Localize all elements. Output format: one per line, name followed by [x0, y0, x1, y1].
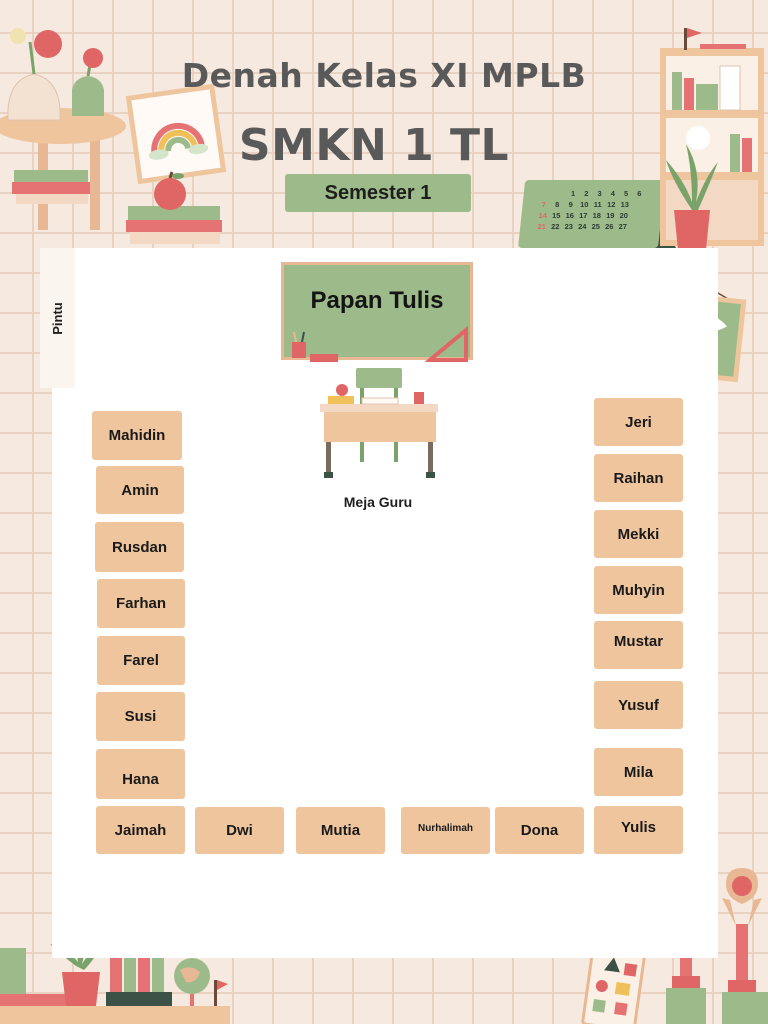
board-label: Papan Tulis — [310, 287, 444, 314]
books-apple-illustration — [126, 171, 222, 244]
calendar-day: 13 — [620, 200, 629, 209]
seat-left-8[interactable]: Jaimah — [96, 806, 185, 854]
calendar-day: 26 — [605, 222, 614, 231]
seat-bottom-2[interactable]: Mutia — [296, 807, 385, 854]
calendar-day: 7 — [541, 200, 546, 209]
whiteboard: Papan Tulis — [281, 262, 473, 360]
seat-left-3[interactable]: Rusdan — [95, 522, 184, 572]
seat-right-2[interactable]: Raihan — [594, 454, 683, 502]
seat-right-5[interactable]: Mustar — [594, 621, 683, 669]
door-label: Pintu — [50, 301, 65, 335]
page-title: Denah Kelas XI MPLB — [181, 56, 587, 95]
calendar-day: 15 — [552, 211, 561, 220]
seat-left-2[interactable]: Amin — [96, 466, 184, 514]
board-supplies-icon — [292, 325, 468, 362]
seat-bottom-4[interactable]: Dona — [495, 807, 584, 854]
calendar-day — [540, 188, 553, 199]
calendar-day: 11 — [593, 200, 602, 209]
calendar-day: 21 — [537, 222, 546, 231]
calendar-day: 27 — [618, 222, 627, 231]
board-game-illustration — [581, 939, 647, 1024]
calendar-row: 21 22 23 24 25 26 27 — [535, 221, 646, 232]
semester-badge: Semester 1 — [285, 174, 471, 212]
seat-right-1[interactable]: Jeri — [594, 398, 683, 446]
teacher-desk-label: Meja Guru — [343, 494, 413, 510]
calendar-day: 18 — [592, 211, 601, 220]
side-table-illustration — [0, 28, 126, 230]
seat-left-6[interactable]: Susi — [96, 692, 185, 741]
calendar-day: 6 — [637, 189, 642, 198]
seat-right-7[interactable]: Mila — [594, 748, 683, 796]
calendar-day: 17 — [579, 211, 588, 220]
seat-right-3[interactable]: Mekki — [594, 510, 683, 558]
calendar-day: 24 — [578, 222, 587, 231]
seat-bottom-3[interactable]: Nurhalimah — [401, 807, 490, 854]
plant-books-illustration — [0, 920, 230, 1024]
calendar-day: 22 — [551, 222, 560, 231]
calendar-day: 25 — [591, 222, 600, 231]
calendar-day: 4 — [610, 189, 615, 198]
seat-right-8[interactable]: Yulis — [594, 806, 683, 854]
seat-left-5[interactable]: Farel — [97, 636, 185, 685]
calendar-day: 16 — [565, 211, 574, 220]
calendar-day: 3 — [597, 189, 602, 198]
calendar-day: 1 — [571, 189, 576, 198]
teacher-desk-illustration — [320, 368, 438, 478]
calendar-day: 8 — [555, 200, 560, 209]
seat-right-6[interactable]: Yusuf — [594, 681, 683, 729]
calendar-day: 9 — [568, 200, 573, 209]
seat-left-7[interactable]: Hana — [96, 749, 185, 799]
page-subtitle: SMKN 1 TL — [238, 120, 510, 171]
calendar-day: 23 — [564, 222, 573, 231]
seat-left-1[interactable]: Mahidin — [92, 411, 182, 460]
calendar-row: 14 15 16 17 18 19 20 — [536, 210, 646, 221]
calendar-day: 20 — [619, 211, 628, 220]
calendar-day: 19 — [606, 211, 615, 220]
seat-bottom-1[interactable]: Dwi — [195, 807, 284, 854]
calendar-day: 2 — [584, 189, 589, 198]
potted-plant-illustration — [666, 144, 718, 250]
calendar-day: 5 — [624, 189, 629, 198]
calendar-day: 14 — [538, 211, 547, 220]
calendar-day: 10 — [580, 200, 589, 209]
door: Pintu — [40, 248, 75, 388]
calendar-day — [553, 188, 566, 199]
calendar-day: 12 — [607, 200, 616, 209]
seat-right-4[interactable]: Muhyin — [594, 566, 683, 614]
seat-left-4[interactable]: Farhan — [97, 579, 185, 628]
